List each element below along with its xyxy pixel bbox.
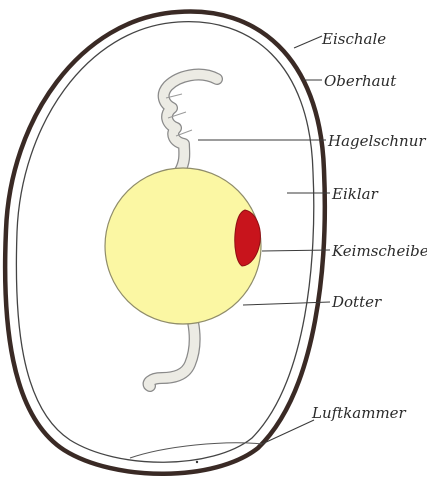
label-keimscheibe: Keimscheibe [331, 242, 427, 260]
leader-eischale [294, 36, 322, 48]
leader-keimscheibe [262, 250, 330, 251]
label-oberhaut: Oberhaut [324, 72, 397, 90]
chalaza-upper [164, 75, 217, 171]
chalaza-lower [149, 322, 195, 386]
label-luftkammer: Luftkammer [311, 404, 407, 422]
label-eischale: Eischale [321, 30, 386, 48]
label-dotter: Dotter [331, 293, 382, 311]
label-hagelschnur: Hagelschnur [327, 132, 426, 150]
label-eiklar: Eiklar [331, 185, 379, 203]
air-cell-dot [196, 461, 198, 463]
